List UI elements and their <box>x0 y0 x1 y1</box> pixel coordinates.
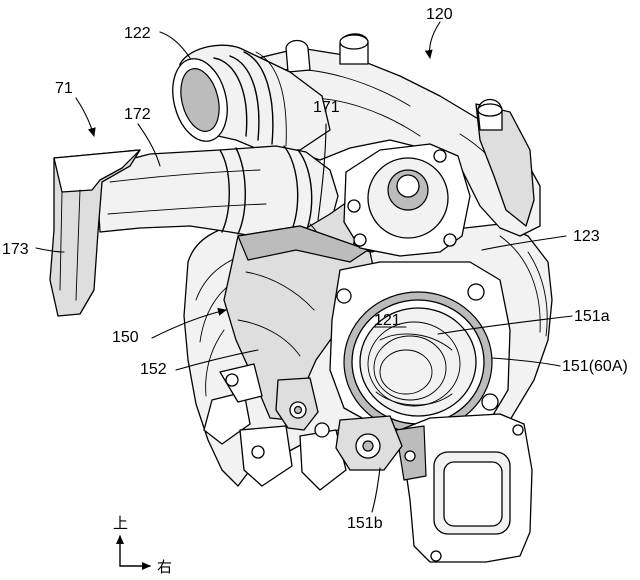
label-120: 120 <box>426 6 453 23</box>
lower-flange <box>395 413 533 563</box>
air-duct-173 <box>49 149 141 317</box>
label-123: 123 <box>573 228 600 245</box>
label-151-60a: 151(60A) <box>562 358 628 375</box>
label-172: 172 <box>124 106 151 123</box>
label-121: 121 <box>374 312 401 329</box>
orientation-indicator: 上 右 <box>113 514 172 576</box>
outlet-pipe-122 <box>172 44 331 151</box>
label-151a: 151a <box>574 308 610 325</box>
flange-123 <box>343 143 471 257</box>
label-171: 171 <box>313 99 340 116</box>
right-direction-label: 右 <box>157 558 172 576</box>
bracket-150 <box>223 225 377 431</box>
label-150: 150 <box>112 329 139 346</box>
label-151b: 151b <box>347 515 383 532</box>
label-71: 71 <box>55 80 73 97</box>
up-direction-label: 上 <box>113 514 128 532</box>
lower-fittings <box>203 363 403 491</box>
compressor-housing <box>249 33 541 237</box>
leader-lines <box>35 21 573 513</box>
label-122: 122 <box>124 25 151 42</box>
gasket-ring-151 <box>343 291 493 433</box>
label-173: 173 <box>2 241 29 258</box>
label-152: 152 <box>140 361 167 378</box>
reference-labels: 120 122 71 172 171 173 123 150 151a 121 … <box>2 6 628 532</box>
